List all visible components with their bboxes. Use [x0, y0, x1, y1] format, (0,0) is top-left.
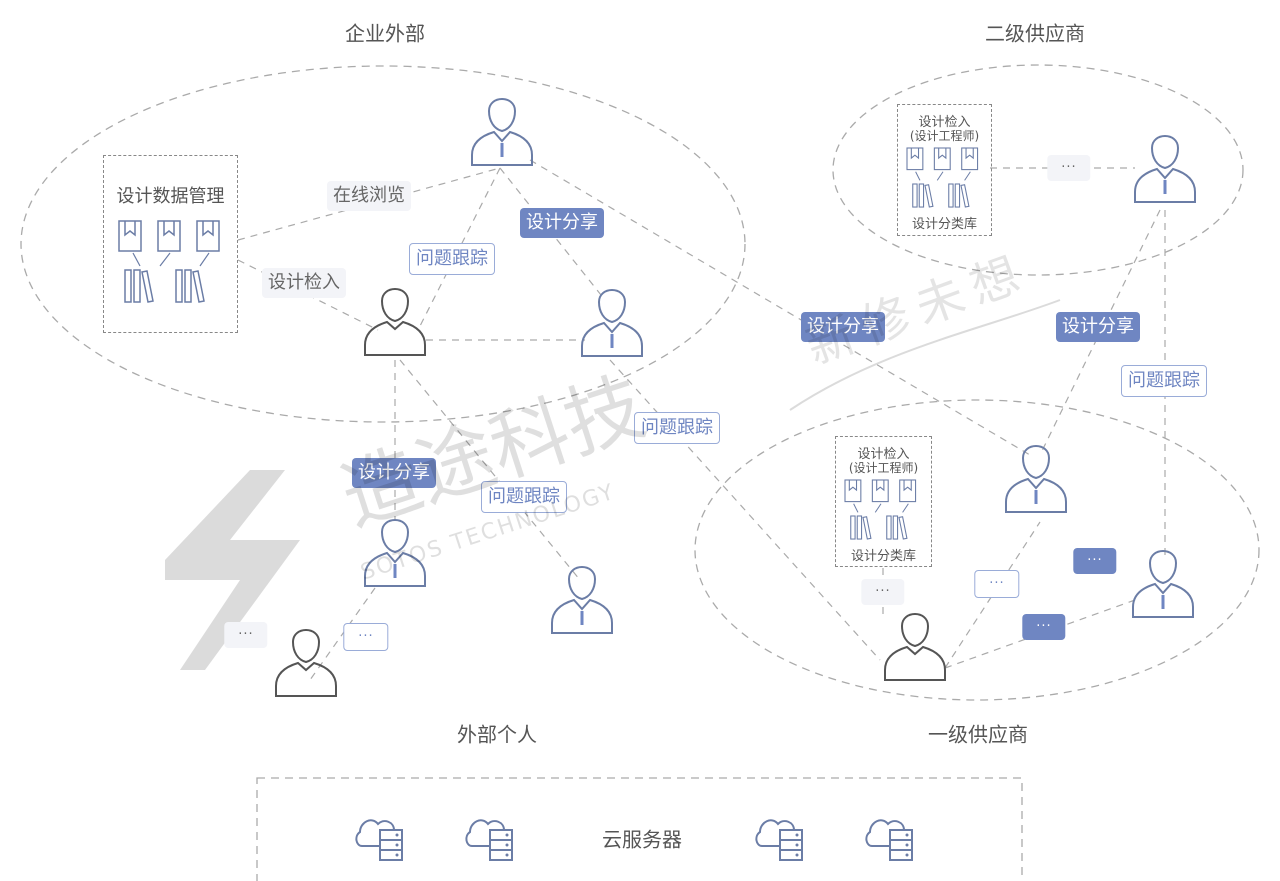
design-data-management-title: 设计数据管理: [116, 186, 225, 207]
tag-ellipsis: ···: [224, 622, 268, 648]
secondary-lib-icons: [906, 147, 979, 208]
region-label-enterprise-external: 企业外部: [345, 21, 425, 46]
library-line-classification: 设计分类库: [911, 217, 977, 232]
person-primary-top: [1004, 444, 1068, 514]
tag-ellipsis: ···: [343, 623, 389, 651]
person-external-left: [275, 629, 337, 697]
library-line-classification: 设计分类库: [850, 549, 916, 564]
enterprise-external-boundary: [20, 65, 746, 423]
library-line-engineer: (设计工程师): [848, 461, 919, 475]
tag-online-browse: 在线浏览: [327, 181, 411, 211]
region-label-primary-supplier: 一级供应商: [928, 722, 1028, 747]
library-line-checkin: 设计检入: [918, 115, 971, 130]
region-label-secondary-supplier: 二级供应商: [985, 21, 1085, 46]
tag-ellipsis: ···: [861, 579, 905, 605]
tag-ellipsis: ···: [974, 570, 1020, 598]
library-line-engineer: (设计工程师): [909, 129, 980, 143]
tag-design-share: 设计分享: [1056, 312, 1140, 342]
cloud-server-icon: [465, 819, 513, 861]
library-line-checkin: 设计检入: [857, 447, 910, 462]
secondary-supplier-boundary: [832, 64, 1244, 276]
watermark: [165, 299, 1061, 670]
primary-lib-icons: [844, 479, 917, 540]
design-data-icons: [118, 220, 220, 303]
tag-ellipsis: ···: [1047, 155, 1091, 181]
tag-ellipsis: ···: [1073, 548, 1117, 574]
person-enterprise-top: [470, 97, 534, 167]
primary-supplier-library-box: 设计检入 (设计工程师) 设计分类库: [835, 436, 932, 567]
tag-issue-tracking: 问题跟踪: [634, 412, 720, 444]
tag-design-share: 设计分享: [520, 208, 604, 238]
tag-issue-tracking: 问题跟踪: [1121, 365, 1207, 397]
person-primary-bottom: [884, 613, 946, 681]
cloud-server-box: [256, 777, 1023, 881]
person-secondary-supplier: [1133, 134, 1197, 204]
person-external-right: [550, 565, 614, 635]
tag-design-checkin: 设计检入: [262, 268, 346, 298]
tag-issue-tracking: 问题跟踪: [481, 481, 567, 513]
tag-ellipsis: ···: [1022, 614, 1066, 640]
design-data-management-box: 设计数据管理: [103, 155, 238, 333]
cloud-server-icon: [355, 819, 403, 861]
cloud-server-icon: [865, 819, 913, 861]
region-label-external-individual: 外部个人: [457, 722, 537, 747]
tag-issue-tracking: 问题跟踪: [409, 243, 495, 275]
tag-design-share: 设计分享: [801, 312, 885, 342]
person-primary-right: [1131, 549, 1195, 619]
tag-design-share: 设计分享: [352, 458, 436, 488]
person-enterprise-center: [364, 288, 426, 356]
primary-supplier-boundary: [694, 399, 1260, 701]
person-enterprise-right: [580, 288, 644, 358]
secondary-supplier-library-box: 设计检入 (设计工程师) 设计分类库: [897, 104, 992, 236]
cloud-server-label: 云服务器: [602, 827, 682, 852]
cloud-server-icon: [755, 819, 803, 861]
